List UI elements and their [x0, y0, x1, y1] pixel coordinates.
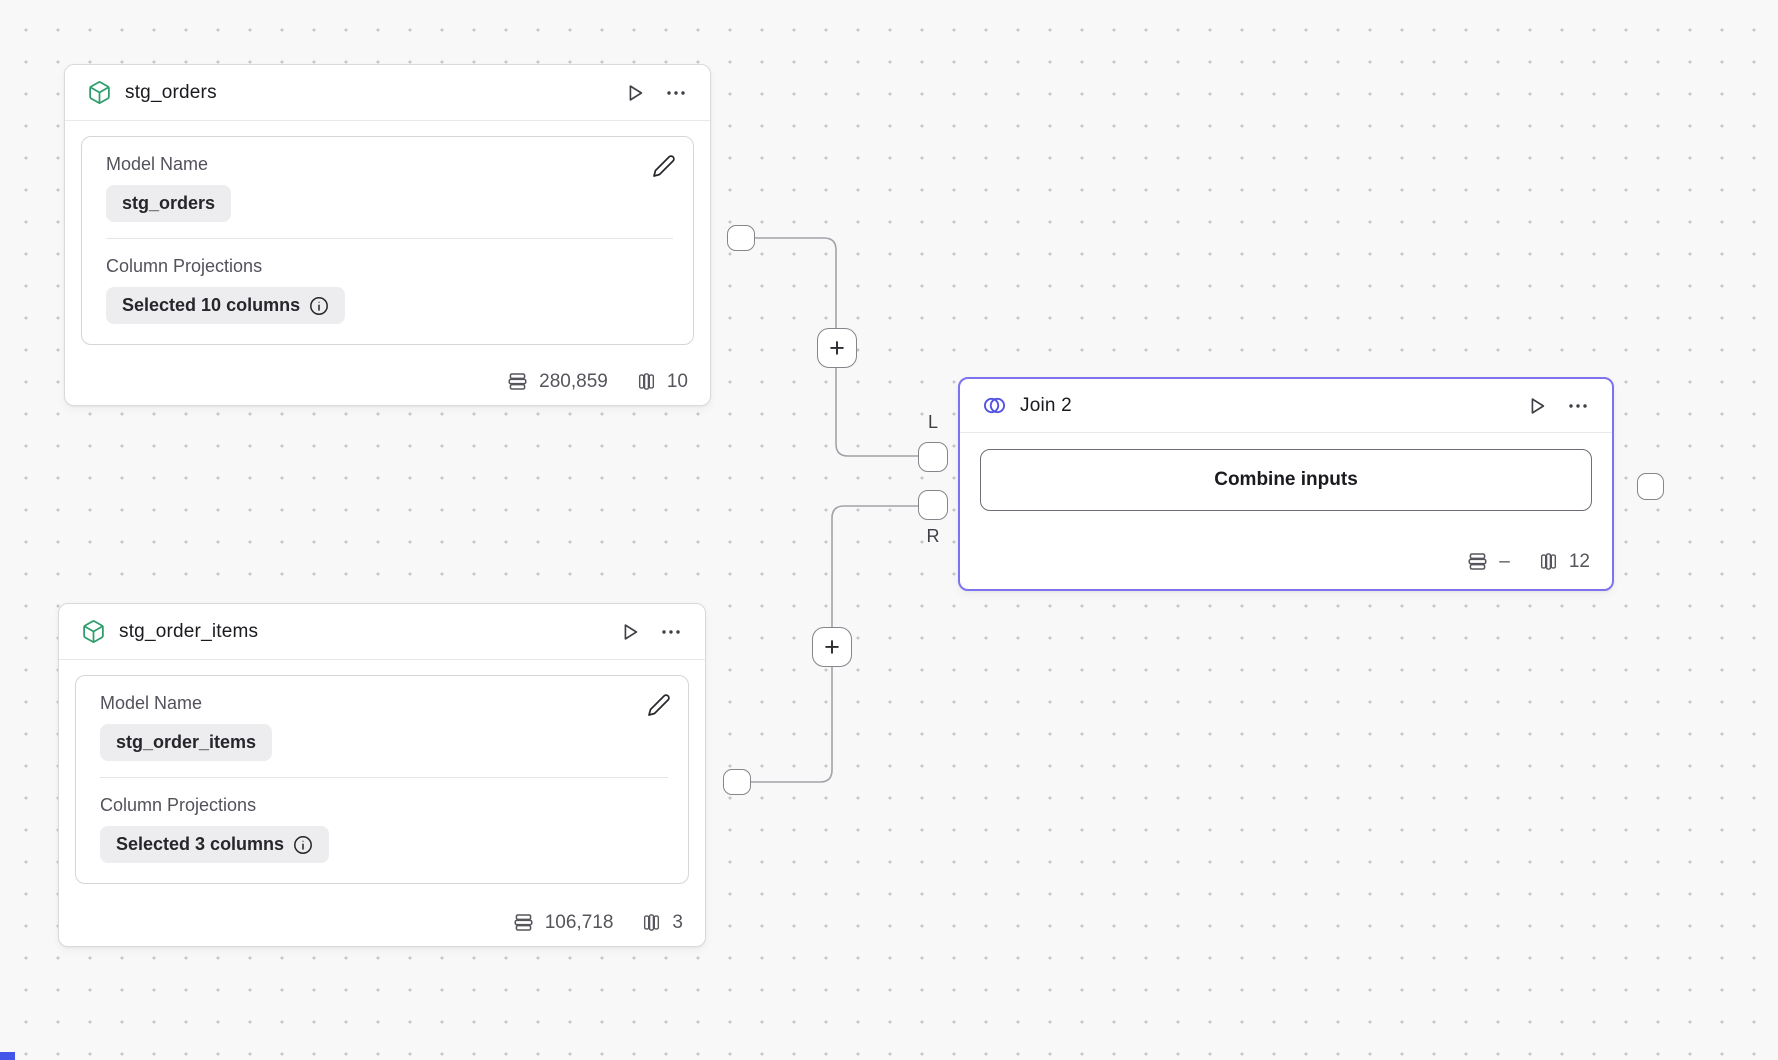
- join-left-input-port[interactable]: [918, 442, 948, 472]
- row-count-icon: [514, 914, 533, 931]
- edit-model-name-button[interactable]: [644, 690, 674, 720]
- row-count: –: [1499, 550, 1510, 572]
- output-port-stg-order-items[interactable]: [723, 769, 751, 795]
- info-icon: [310, 296, 329, 315]
- row-count: 280,859: [539, 370, 608, 392]
- row-count: 106,718: [544, 911, 614, 933]
- edit-model-name-button[interactable]: [649, 151, 679, 181]
- run-node-button[interactable]: [616, 618, 644, 646]
- join-venn-icon: [982, 393, 1007, 418]
- run-node-button[interactable]: [1523, 392, 1551, 420]
- panel-divider: [100, 777, 668, 778]
- column-projections-chip[interactable]: Selected 10 columns: [106, 287, 346, 324]
- join-right-input-port[interactable]: [918, 490, 948, 520]
- node-join-2-header: Join 2: [960, 379, 1612, 433]
- run-node-button[interactable]: [621, 79, 649, 107]
- model-name-label: Model Name: [100, 693, 203, 713]
- node-title: Join 2: [1020, 394, 1072, 416]
- model-name-chip[interactable]: stg_orders: [106, 185, 232, 222]
- node-menu-button[interactable]: [1564, 392, 1592, 420]
- model-cube-icon: [81, 619, 106, 644]
- column-projections-chip[interactable]: Selected 3 columns: [100, 826, 330, 863]
- column-count: 12: [1568, 550, 1590, 572]
- column-count-icon: [644, 914, 660, 931]
- output-port-stg-orders[interactable]: [727, 225, 755, 251]
- add-step-on-edge-button[interactable]: +: [812, 627, 852, 667]
- column-projections-label: Column Projections: [106, 256, 263, 276]
- node-stg-order-items-header: stg_order_items: [59, 604, 705, 660]
- row-count-icon: [508, 373, 527, 390]
- add-step-on-edge-button[interactable]: +: [817, 328, 857, 368]
- column-projections-label: Column Projections: [100, 795, 257, 815]
- node-stats: 106,718 3: [512, 911, 683, 934]
- panel-divider: [106, 238, 673, 239]
- info-icon: [294, 835, 313, 854]
- right-input-label: R: [926, 526, 940, 546]
- node-config-panel: Model Name stg_orders Column Projections…: [81, 136, 694, 345]
- column-count-icon: [1540, 553, 1556, 570]
- model-name-chip[interactable]: stg_order_items: [100, 724, 273, 761]
- model-cube-icon: [87, 80, 112, 105]
- left-input-label: L: [927, 412, 938, 432]
- combine-inputs-button[interactable]: Combine inputs: [980, 449, 1592, 511]
- column-count: 10: [666, 370, 688, 392]
- node-stg-orders[interactable]: stg_orders Model Name stg_orders Column …: [64, 64, 711, 406]
- node-stg-order-items[interactable]: stg_order_items Model Name stg_order_ite…: [58, 603, 706, 947]
- node-join-2[interactable]: Join 2 Combine inputs – 12: [958, 377, 1614, 591]
- node-title: stg_orders: [125, 81, 217, 103]
- node-menu-button[interactable]: [657, 618, 685, 646]
- column-count: 3: [672, 911, 683, 933]
- node-menu-button[interactable]: [662, 79, 690, 107]
- node-stg-orders-header: stg_orders: [65, 65, 710, 121]
- column-count-icon: [638, 373, 654, 390]
- row-count-icon: [1468, 553, 1487, 570]
- node-stats: 280,859 10: [506, 370, 688, 393]
- node-stats: – 12: [1466, 550, 1590, 573]
- model-name-label: Model Name: [106, 154, 209, 174]
- node-config-panel: Model Name stg_order_items Column Projec…: [75, 675, 689, 884]
- minimap-corner-fragment: [0, 1052, 15, 1060]
- output-port-join-2[interactable]: [1637, 473, 1664, 500]
- node-title: stg_order_items: [119, 620, 259, 642]
